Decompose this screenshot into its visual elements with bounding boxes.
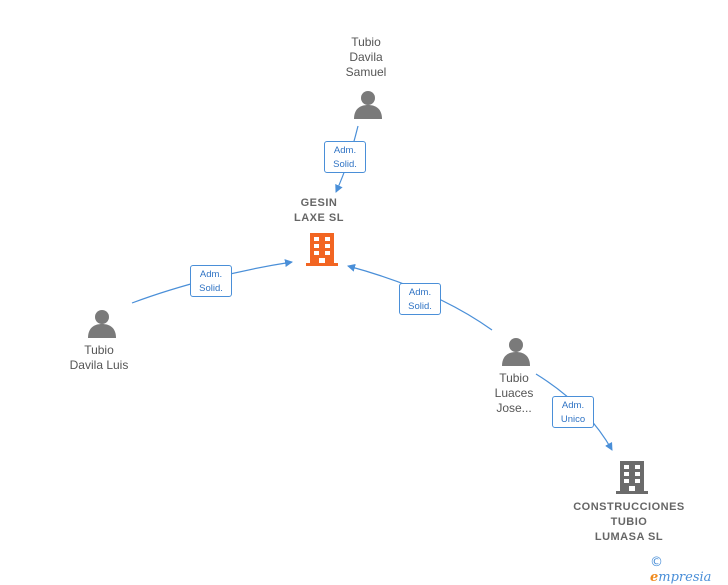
- building-icon[interactable]: [616, 459, 648, 495]
- building-icon[interactable]: [306, 231, 338, 267]
- company-label-construcciones[interactable]: CONSTRUCCIONES TUBIO LUMASA SL: [573, 501, 685, 543]
- person-label-samuel[interactable]: Tubio Davila Samuel: [345, 35, 387, 79]
- person-label-jose[interactable]: Tubio Luaces Jose...: [494, 371, 534, 415]
- relation-label-luis-gesin: Adm. Solid.: [190, 265, 232, 297]
- brand-logo-text: mpresia: [658, 570, 712, 585]
- person-icon[interactable]: [501, 336, 531, 366]
- relation-label-samuel-gesin: Adm. Solid.: [324, 141, 366, 173]
- copyright-symbol: ©: [650, 555, 663, 570]
- relation-label-jose-construcciones: Adm. Unico: [552, 396, 594, 428]
- person-icon[interactable]: [87, 308, 117, 338]
- person-icon[interactable]: [353, 89, 383, 119]
- person-label-luis[interactable]: Tubio Davila Luis: [69, 343, 129, 372]
- relation-label-jose-gesin: Adm. Solid.: [399, 283, 441, 315]
- brand-logo: © empresia: [650, 555, 728, 585]
- company-label-gesin[interactable]: GESIN LAXE SL: [294, 197, 344, 224]
